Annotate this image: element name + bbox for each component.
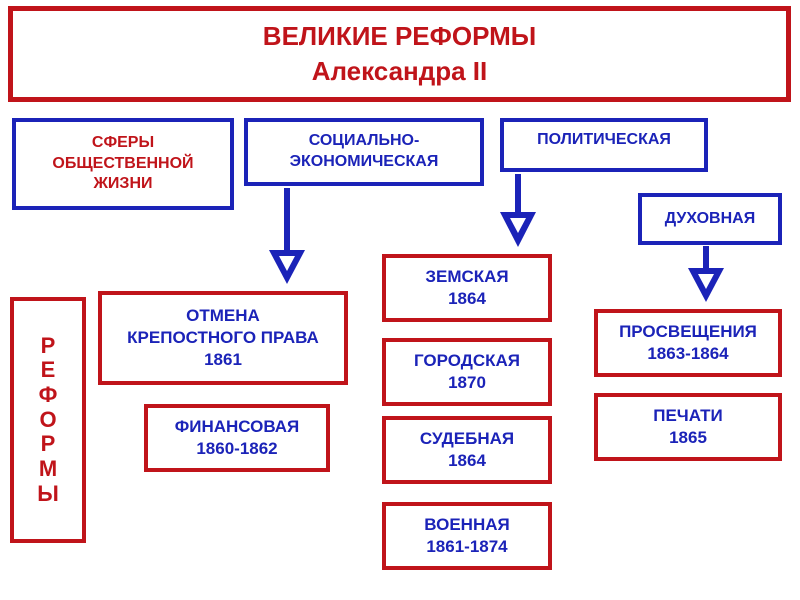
reform-press: ПЕЧАТИ 1865 xyxy=(594,393,782,461)
reform-text: СУДЕБНАЯ xyxy=(419,428,515,448)
spheres-label-line: ЖИЗНИ xyxy=(93,175,153,193)
reforms-letter: Р xyxy=(40,431,56,457)
spheres-label-line: ОБЩЕСТВЕННОЙ xyxy=(52,154,194,172)
reforms-vertical-label: Р Е Ф О Р М Ы xyxy=(10,297,86,543)
reform-city: ГОРОДСКАЯ 1870 xyxy=(382,338,552,406)
spheres-label-box: СФЕРЫ ОБЩЕСТВЕННОЙ ЖИЗНИ xyxy=(12,118,234,210)
reform-year: 1870 xyxy=(448,373,486,392)
reform-year: 1864 xyxy=(448,289,486,308)
sphere-political-label: ПОЛИТИЧЕСКАЯ xyxy=(537,131,671,148)
title-line-1: ВЕЛИКИЕ РЕФОРМЫ xyxy=(262,20,537,51)
reforms-letter: Ы xyxy=(37,480,59,506)
reforms-letter: Е xyxy=(40,357,56,383)
reform-text: КРЕПОСТНОГО ПРАВА xyxy=(127,327,319,347)
reform-text: ЗЕМСКАЯ xyxy=(425,266,509,286)
reform-text: ПЕЧАТИ xyxy=(653,405,723,425)
title-line-2: Александра II xyxy=(311,56,488,86)
reforms-letter: О xyxy=(39,406,57,432)
arrow-down-icon xyxy=(688,246,724,302)
reform-text: ОТМЕНА xyxy=(186,305,260,325)
sphere-social-economic-line: ЭКОНОМИЧЕСКАЯ xyxy=(289,153,439,170)
reforms-letter: М xyxy=(38,455,58,481)
spheres-label-line: СФЕРЫ xyxy=(91,133,155,151)
reform-year: 1861-1874 xyxy=(426,537,508,556)
reforms-letter: Р xyxy=(40,332,56,358)
reform-finance: ФИНАНСОВАЯ 1860-1862 xyxy=(144,404,330,472)
reform-year: 1864 xyxy=(448,451,486,470)
reform-year: 1863-1864 xyxy=(647,344,729,363)
reform-year: 1860-1862 xyxy=(196,439,278,458)
reform-education: ПРОСВЕЩЕНИЯ 1863-1864 xyxy=(594,309,782,377)
reform-judicial: СУДЕБНАЯ 1864 xyxy=(382,416,552,484)
arrow-down-icon xyxy=(500,174,536,247)
arrow-down-icon xyxy=(269,188,305,284)
sphere-social-economic-line: СОЦИАЛЬНО- xyxy=(308,132,420,150)
reform-text: ВОЕННАЯ xyxy=(424,514,510,534)
reform-military: ВОЕННАЯ 1861-1874 xyxy=(382,502,552,570)
reform-zemstvo: ЗЕМСКАЯ 1864 xyxy=(382,254,552,322)
reforms-letter: Ф xyxy=(38,382,58,408)
sphere-political: ПОЛИТИЧЕСКАЯ xyxy=(500,118,708,172)
sphere-spiritual-label: ДУХОВНАЯ xyxy=(664,209,756,227)
reform-serfdom-abolition: ОТМЕНА КРЕПОСТНОГО ПРАВА 1861 xyxy=(98,291,348,385)
reform-text: ПРОСВЕЩЕНИЯ xyxy=(619,321,757,341)
reform-text: ГОРОДСКАЯ xyxy=(413,350,520,370)
reform-year: 1861 xyxy=(204,350,242,370)
reform-text: ФИНАНСОВАЯ xyxy=(174,416,300,436)
sphere-social-economic: СОЦИАЛЬНО- ЭКОНОМИЧЕСКАЯ xyxy=(244,118,484,186)
title-box: ВЕЛИКИЕ РЕФОРМЫ Александра II xyxy=(8,6,791,102)
reform-year: 1865 xyxy=(669,428,707,447)
sphere-spiritual: ДУХОВНАЯ xyxy=(638,193,782,245)
